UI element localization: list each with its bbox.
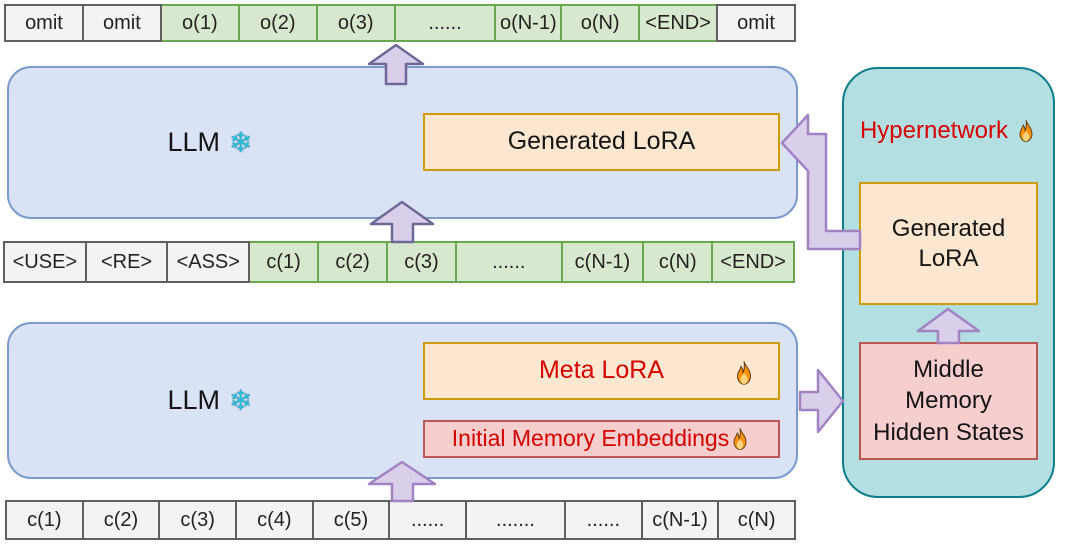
token-cell: <USE> xyxy=(3,241,87,283)
snowflake-icon: ❄ xyxy=(229,384,253,416)
middle-memory-label: Middle Memory Hidden States xyxy=(873,356,1024,446)
token-cell: ...... xyxy=(564,500,643,540)
hypernetwork-title: Hypernetwork xyxy=(842,116,1055,146)
token-cell: o(N-1) xyxy=(494,4,563,42)
token-cell: omit xyxy=(81,4,162,42)
llm-text: LLM xyxy=(167,385,221,415)
token-cell: ...... xyxy=(393,4,497,42)
middle-memory-hidden-states-box: Middle Memory Hidden States xyxy=(859,342,1038,460)
token-cell: c(N) xyxy=(642,241,714,283)
generated-lora-box-top: Generated LoRA xyxy=(423,113,780,171)
token-cell: omit xyxy=(716,4,796,42)
llm-text: LLM xyxy=(167,127,221,157)
token-cell: o(2) xyxy=(237,4,318,42)
token-cell: o(3) xyxy=(315,4,396,42)
token-cell: c(3) xyxy=(158,500,237,540)
meta-lora-box: Meta LoRA xyxy=(423,342,780,400)
meta-lora-label: Meta LoRA xyxy=(538,356,665,385)
token-cell: c(3) xyxy=(386,241,457,283)
token-cell: c(1) xyxy=(248,241,320,283)
token-cell: c(2) xyxy=(81,500,161,540)
token-cell: c(1) xyxy=(5,500,84,540)
token-cell: c(N) xyxy=(717,500,796,540)
hypernetwork-text: Hypernetwork xyxy=(859,117,1009,144)
flame-icon xyxy=(733,427,747,450)
token-cell: omit xyxy=(4,4,84,42)
token-cell: o(1) xyxy=(159,4,240,42)
token-cell: ....... xyxy=(464,500,566,540)
llm-label-top: LLM ❄ xyxy=(130,127,290,158)
snowflake-icon: ❄ xyxy=(229,126,253,158)
token-cell: c(5) xyxy=(311,500,391,540)
initial-memory-label: Initial Memory Embeddings xyxy=(451,425,730,452)
token-cell: c(N-1) xyxy=(560,241,645,283)
generated-lora-label: Generated LoRA xyxy=(507,127,696,156)
flame-icon xyxy=(1019,119,1033,142)
llm-label-bottom: LLM ❄ xyxy=(130,385,290,416)
token-cell: o(N) xyxy=(560,4,641,42)
input-token-row: c(1) c(2) c(3) c(4) c(5) ...... ....... … xyxy=(5,500,796,540)
generated-lora-label: Generated LoRA xyxy=(891,214,1006,272)
token-cell: ...... xyxy=(454,241,563,283)
token-cell: c(4) xyxy=(234,500,314,540)
token-cell: ...... xyxy=(388,500,467,540)
initial-memory-embeddings-box: Initial Memory Embeddings xyxy=(423,420,780,458)
token-cell: <END> xyxy=(711,241,795,283)
token-cell: c(2) xyxy=(317,241,389,283)
flame-icon xyxy=(737,361,751,385)
right-arrow-llm-to-memory xyxy=(798,368,845,434)
token-cell: <ASS> xyxy=(166,241,251,283)
generated-lora-box-hypernetwork: Generated LoRA xyxy=(859,182,1038,305)
token-cell: <END> xyxy=(638,4,719,42)
token-cell: c(N-1) xyxy=(640,500,720,540)
context-token-row: <USE> <RE> <ASS> c(1) c(2) c(3) ...... c… xyxy=(3,241,795,283)
output-token-row: omit omit o(1) o(2) o(3) ...... o(N-1) o… xyxy=(4,4,796,42)
token-cell: <RE> xyxy=(84,241,169,283)
